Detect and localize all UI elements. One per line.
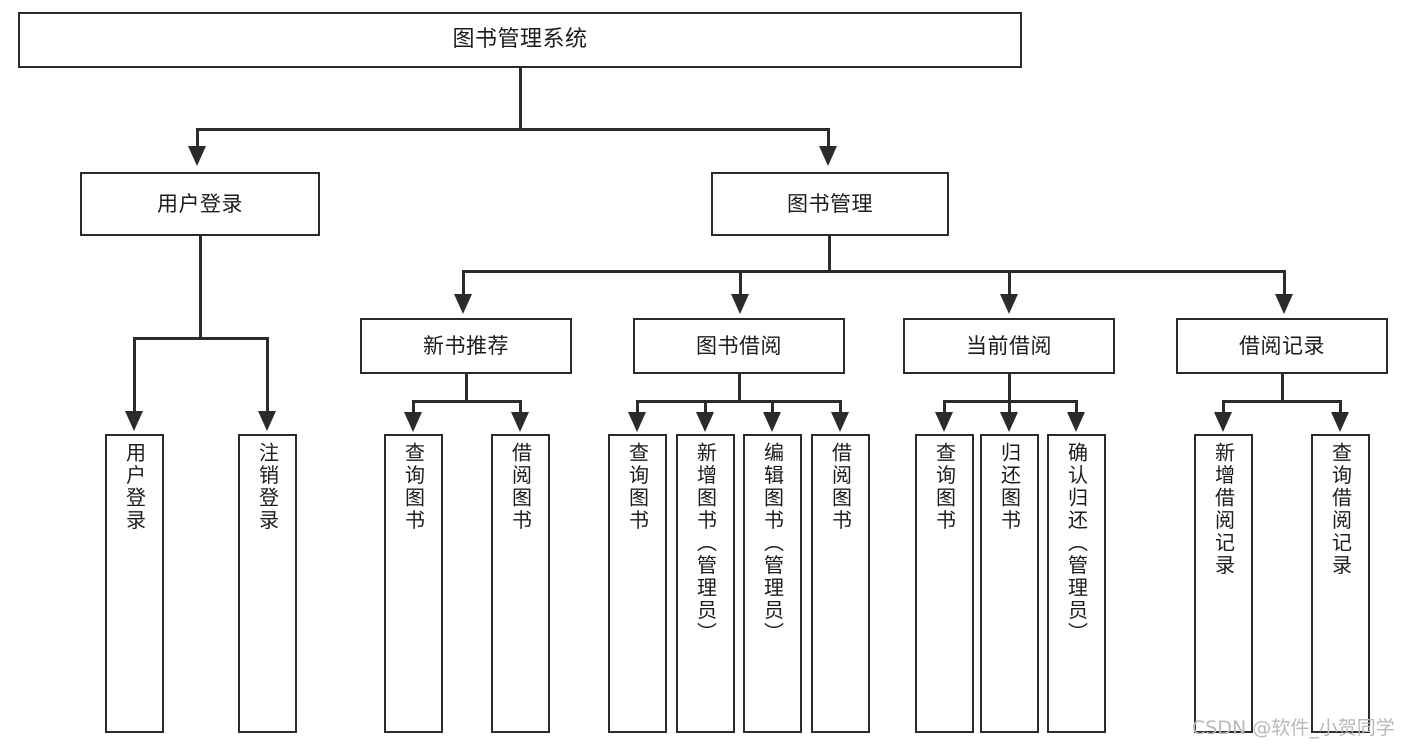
node-book-borrow[interactable]: 图书借阅 [633,318,845,374]
arrowhead-leaf-borrow-book-2 [831,412,849,432]
connector-new-book-recommend-stem [465,374,468,402]
connector-drop-current-borrow [1008,270,1011,298]
arrowhead-new-book-recommend [454,294,472,314]
connector-bus-borrow-record-leaves [1222,400,1342,403]
arrowhead-leaf-confirm-return [1067,412,1085,432]
node-new-book-recommend[interactable]: 新书推荐 [360,318,572,374]
node-label: 新书推荐 [423,333,509,358]
node-label: 查询图书 [401,442,426,532]
connector-drop-leaf-query-book-2 [636,400,639,416]
leaf-query-book-3[interactable]: 查询图书 [915,434,974,733]
node-label: 确认归还（管理员） [1064,442,1089,645]
leaf-add-book[interactable]: 新增图书（管理员） [676,434,735,733]
arrowhead-leaf-user-login [125,411,143,431]
connector-drop-user-login [196,128,199,150]
connector-drop-leaf-add-book [704,400,707,416]
node-label: 借阅图书 [828,442,853,532]
node-label: 新增图书（管理员） [693,442,718,645]
leaf-edit-book[interactable]: 编辑图书（管理员） [743,434,802,733]
connector-drop-new-book-recommend [462,270,465,298]
node-book-management[interactable]: 图书管理 [711,172,949,236]
node-root-system[interactable]: 图书管理系统 [18,12,1022,68]
connector-drop-leaf-borrow-book-2 [839,400,842,416]
leaf-logout-login[interactable]: 注销登录 [238,434,297,733]
arrowhead-book-borrow [731,294,749,314]
arrowhead-user-login [188,146,206,166]
connector-bus-user-login-leaves [133,337,269,340]
node-label: 查询借阅记录 [1328,442,1353,577]
connector-book-management-stem [828,236,831,272]
node-label: 编辑图书（管理员） [760,442,785,645]
leaf-query-record[interactable]: 查询借阅记录 [1311,434,1370,733]
leaf-add-record[interactable]: 新增借阅记录 [1194,434,1253,733]
node-label: 当前借阅 [966,333,1052,358]
leaf-return-book[interactable]: 归还图书 [980,434,1039,733]
node-current-borrow[interactable]: 当前借阅 [903,318,1115,374]
leaf-borrow-book-1[interactable]: 借阅图书 [491,434,550,733]
node-label: 注销登录 [255,442,280,532]
connector-bus-new-book-recommend-leaves [412,400,522,403]
arrowhead-borrow-record [1275,294,1293,314]
arrowhead-leaf-edit-book [763,412,781,432]
arrowhead-leaf-add-record [1214,412,1232,432]
node-label: 新增借阅记录 [1211,442,1236,577]
csdn-watermark: CSDN @软件_小贺同学 [1192,717,1395,739]
connector-drop-leaf-query-book-1 [412,400,415,416]
node-user-login[interactable]: 用户登录 [80,172,320,236]
node-label: 查询图书 [932,442,957,532]
connector-drop-leaf-query-record [1339,400,1342,416]
connector-drop-book-management [827,128,830,150]
connector-drop-leaf-confirm-return [1075,400,1078,416]
connector-borrow-record-stem [1281,374,1284,402]
node-label: 用户登录 [122,442,147,532]
connector-drop-leaf-logout-login [266,337,269,415]
connector-book-borrow-stem [738,374,741,402]
arrowhead-leaf-query-book-2 [628,412,646,432]
node-label: 用户登录 [157,191,243,216]
arrowhead-leaf-query-book-1 [404,412,422,432]
leaf-user-login[interactable]: 用户登录 [105,434,164,733]
connector-drop-borrow-record [1283,270,1286,298]
arrowhead-leaf-query-record [1331,412,1349,432]
leaf-confirm-return[interactable]: 确认归还（管理员） [1047,434,1106,733]
node-borrow-record[interactable]: 借阅记录 [1176,318,1388,374]
arrowhead-leaf-borrow-book-1 [511,412,529,432]
node-label: 图书管理 [787,191,873,216]
connector-bus-level1 [196,128,830,131]
connector-drop-leaf-query-book-3 [943,400,946,416]
connector-current-borrow-stem [1008,374,1011,402]
node-label: 图书管理系统 [452,27,588,53]
leaf-borrow-book-2[interactable]: 借阅图书 [811,434,870,733]
leaf-query-book-1[interactable]: 查询图书 [384,434,443,733]
connector-drop-leaf-return-book [1008,400,1011,416]
arrowhead-book-management [819,146,837,166]
connector-bus-level3 [462,270,1286,273]
node-label: 借阅记录 [1239,333,1325,358]
node-label: 查询图书 [625,442,650,532]
connector-root-stem [519,68,522,130]
node-label: 图书借阅 [696,333,782,358]
arrowhead-leaf-return-book [1000,412,1018,432]
arrowhead-leaf-query-book-3 [935,412,953,432]
connector-drop-leaf-edit-book [771,400,774,416]
connector-bus-book-borrow-leaves [636,400,842,403]
arrowhead-current-borrow [1000,294,1018,314]
leaf-query-book-2[interactable]: 查询图书 [608,434,667,733]
connector-drop-leaf-borrow-book-1 [519,400,522,416]
arrowhead-leaf-logout-login [258,411,276,431]
node-label: 借阅图书 [508,442,533,532]
connector-user-login-stem [199,236,202,339]
arrowhead-leaf-add-book [696,412,714,432]
connector-drop-leaf-user-login [133,337,136,415]
connector-drop-leaf-add-record [1222,400,1225,416]
connector-drop-book-borrow [739,270,742,298]
node-label: 归还图书 [997,442,1022,532]
